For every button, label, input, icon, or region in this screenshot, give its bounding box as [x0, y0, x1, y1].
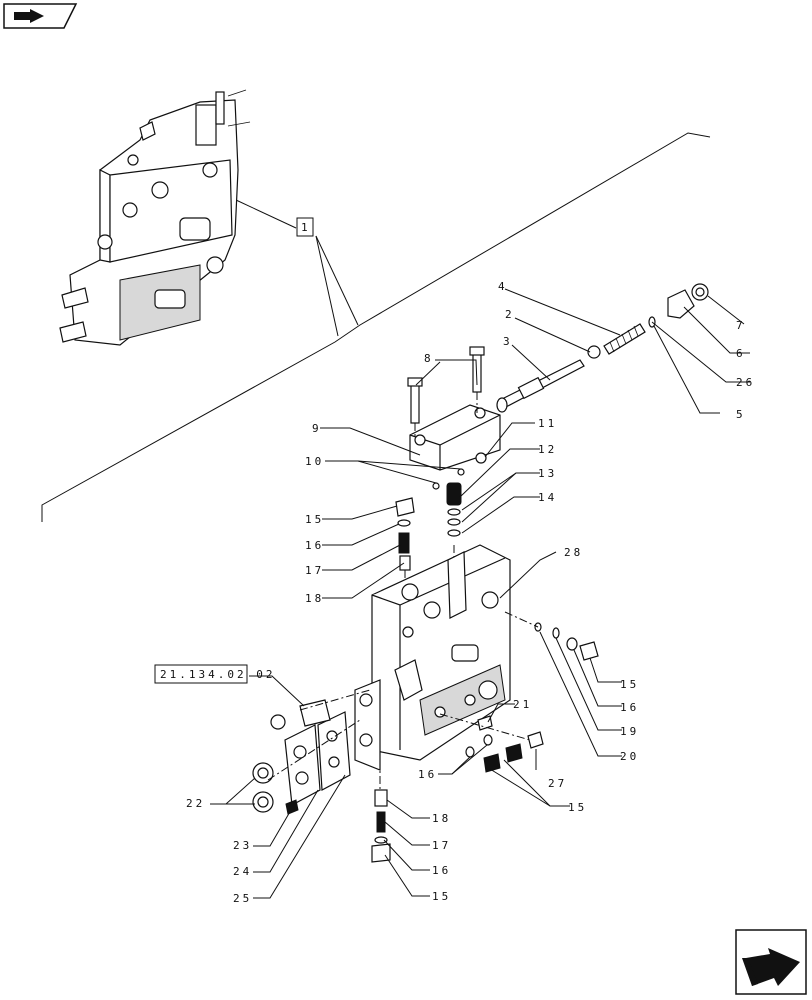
callout-15[interactable]: 15: [305, 513, 324, 526]
callout-8[interactable]: 8: [424, 352, 434, 365]
shaft-spring-parts: [496, 283, 709, 413]
callout-18-bottom[interactable]: 18: [432, 812, 451, 825]
callout-28[interactable]: 28: [564, 546, 583, 559]
callout-1[interactable]: 1: [296, 217, 314, 237]
callout-27[interactable]: 27: [548, 777, 567, 790]
callout-25[interactable]: 25: [233, 892, 252, 905]
callout-11[interactable]: 11: [538, 417, 557, 430]
book-arrow-icon[interactable]: [3, 3, 78, 29]
bottom-plug-stack: [371, 760, 391, 863]
reference-box-text: 21.134.02 02: [160, 668, 275, 681]
callout-16-mid[interactable]: 16: [418, 768, 437, 781]
callout-10[interactable]: 10: [305, 455, 324, 468]
callout-26[interactable]: 26: [736, 376, 755, 389]
spool-stack: [446, 482, 462, 575]
next-page-arrow-icon[interactable]: [735, 929, 807, 995]
reference-box[interactable]: 21.134.02 02: [154, 664, 275, 684]
main-valve-body: [354, 544, 511, 771]
gasket-plates: [252, 689, 371, 815]
callout-15-mid[interactable]: 15: [568, 801, 587, 814]
callout-18[interactable]: 18: [305, 592, 324, 605]
callout-6[interactable]: 6: [736, 347, 746, 360]
left-plug-stack: [395, 497, 415, 590]
callout-labels: 1 2 3 4 5 6 7 8 9 10 11 12 13 14 15 16 1…: [186, 217, 755, 905]
callout-24[interactable]: 24: [233, 865, 252, 878]
valve-assembly-overview: [59, 89, 251, 346]
callout-17-bottom[interactable]: 17: [432, 839, 451, 852]
callout-9[interactable]: 9: [312, 422, 322, 435]
callout-5[interactable]: 5: [736, 408, 746, 421]
callout-19[interactable]: 19: [620, 725, 639, 738]
callout-15-right[interactable]: 15: [620, 678, 639, 691]
callout-14[interactable]: 14: [538, 491, 557, 504]
callout-21[interactable]: 21: [513, 698, 532, 711]
callout-12[interactable]: 12: [538, 443, 557, 456]
right-side-plugs: [439, 611, 599, 773]
callout-16-right[interactable]: 16: [620, 701, 639, 714]
callout-3[interactable]: 3: [503, 335, 513, 348]
svg-text:1: 1: [301, 221, 311, 234]
callout-16[interactable]: 16: [305, 539, 324, 552]
callout-15-bottom[interactable]: 15: [432, 890, 451, 903]
leader-lines: [210, 288, 750, 899]
section-boundary: [41, 132, 711, 522]
cover-and-bolts: [407, 346, 501, 490]
callout-4[interactable]: 4: [498, 280, 508, 293]
callout-13[interactable]: 13: [538, 467, 557, 480]
callout-7[interactable]: 7: [736, 319, 746, 332]
callout-22[interactable]: 22: [186, 797, 205, 810]
callout-20[interactable]: 20: [620, 750, 639, 763]
callout-16-bottom[interactable]: 16: [432, 864, 451, 877]
callout-2[interactable]: 2: [505, 308, 515, 321]
callout-23[interactable]: 23: [233, 839, 252, 852]
callout-17[interactable]: 17: [305, 564, 324, 577]
